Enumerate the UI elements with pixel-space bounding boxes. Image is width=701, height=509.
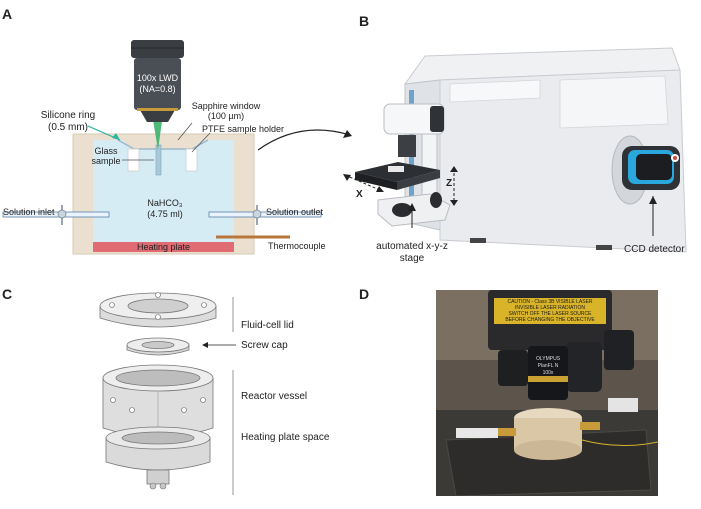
ptfe-label: PTFE sample holder — [202, 124, 285, 134]
sapphire-leader — [177, 122, 193, 141]
inlet-valve — [57, 205, 67, 225]
heating-plate — [93, 242, 234, 252]
z-axis-label: Z — [446, 178, 453, 189]
lens-text-2: PlanFL N — [537, 363, 559, 369]
silicone-label-2: (0.5 mm) — [48, 122, 88, 133]
lens-text-1: OLYMPUS — [535, 356, 561, 362]
glass-label-1: Glass — [94, 146, 118, 156]
sapphire-window — [117, 139, 209, 150]
inlet-tube — [2, 211, 110, 218]
sticker-line-2: INVISIBLE LASER RADIATION — [515, 305, 585, 311]
silicone-label-1: Silicone ring — [40, 110, 96, 121]
solution-volume: (4.75 ml) — [147, 209, 183, 219]
x-axis-arrow — [344, 174, 383, 192]
thermocouple-label: Thermocouple — [268, 241, 326, 251]
outlet-tube — [208, 211, 322, 218]
objective-body — [134, 58, 181, 110]
objective-tip — [140, 110, 175, 122]
stage-label-1: automated x-y-z — [376, 241, 448, 252]
ptfe-holder-right — [185, 148, 198, 172]
cap-label: Screw cap — [241, 340, 288, 351]
x-axis-label: X — [356, 189, 363, 200]
stage-label-2: stage — [399, 253, 425, 264]
ptfe-leader — [191, 132, 211, 153]
heating-plate-label: Heating plate — [136, 242, 191, 252]
sapphire-label-1: Sapphire window — [191, 101, 261, 111]
panel-label-b: B — [359, 13, 370, 29]
sticker-line-3: SWITCH OFF THE LASER SOURCE — [508, 311, 592, 317]
sticker-line-4: BEFORE CHANGING THE OBJECTIVE — [505, 317, 595, 323]
fluid-cell-lid — [99, 292, 217, 328]
zoom-arrow — [257, 129, 351, 151]
setup-photo: CAUTION - Class 3B VISIBLE LASER INVISIB… — [436, 290, 658, 496]
panel-label-c: C — [2, 286, 13, 302]
objective-label-2: (NA=0.8) — [139, 84, 176, 94]
panel-label-d: D — [359, 286, 370, 302]
sticker-line-1: CAUTION - Class 3B VISIBLE LASER — [507, 299, 593, 305]
panel-label-a: A — [2, 6, 13, 22]
heating-space-label: Heating plate space — [241, 432, 330, 443]
heating-plate-space — [105, 426, 211, 490]
lens-text-3: 100x — [542, 370, 554, 376]
laser-beam — [152, 114, 163, 150]
ccd-label: CCD detector — [624, 244, 685, 255]
lid-label: Fluid-cell lid — [241, 320, 294, 331]
sapphire-label-2: (100 µm) — [207, 111, 245, 121]
inlet-label: Solution inlet — [3, 207, 55, 217]
screw-cap — [126, 337, 190, 356]
glass-label-2: sample — [91, 156, 121, 166]
outlet-label: Solution outlet — [266, 207, 324, 217]
objective-top — [131, 40, 184, 58]
solution-name: NaHCO₃ — [147, 198, 183, 208]
reactor-label: Reactor vessel — [241, 391, 308, 402]
outlet-valve — [252, 205, 262, 225]
microscope-turret — [398, 135, 416, 157]
objective-label-1: 100x LWD — [136, 73, 179, 83]
